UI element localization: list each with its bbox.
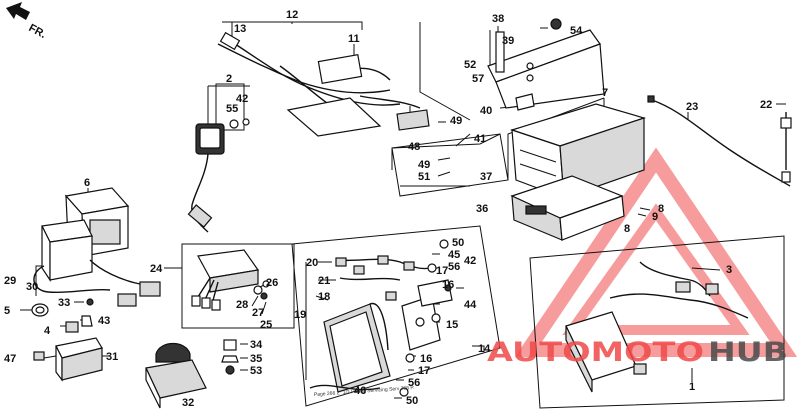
front-direction-label: FR.	[27, 22, 48, 41]
watermark-text-auto-moto: AUTOMOTO	[487, 337, 704, 368]
part-label: 16	[442, 279, 454, 291]
part-label: 8	[624, 223, 630, 235]
relay-unit-2	[187, 118, 250, 233]
part-label: 7	[602, 87, 608, 99]
watermark-triangle-inner	[562, 203, 750, 335]
part-label: 20	[306, 257, 318, 269]
part-label: 49	[418, 159, 430, 171]
part-label: 28	[236, 299, 248, 311]
part-label: 18	[318, 291, 330, 303]
part-label: 16	[420, 353, 432, 365]
part-label: 5	[4, 305, 10, 317]
part-label: 41	[474, 133, 486, 145]
part-label: 2	[226, 73, 232, 85]
watermark-logo	[514, 147, 798, 357]
part-label: 19	[294, 309, 306, 321]
part-label: 55	[226, 103, 238, 115]
audio-unit-7	[510, 103, 647, 199]
deck-36	[510, 175, 625, 241]
part-label: 35	[250, 353, 262, 365]
front-arrow-icon	[6, 2, 30, 20]
part-label: 26	[266, 277, 278, 289]
part-label: 52	[464, 59, 476, 71]
part-label: 42	[236, 93, 248, 105]
part-label: 54	[570, 25, 583, 37]
part-label: 43	[98, 315, 110, 327]
wire-harness-11	[217, 31, 430, 137]
part-label: 47	[4, 353, 16, 365]
part-label: 25	[260, 319, 272, 331]
part-number-labels: 1 2 3 4 5 6 7 8 8 9 11 12 13 14 15 16 16…	[4, 9, 772, 409]
part-label: 14	[478, 343, 491, 355]
front-direction-indicator: FR.	[6, 2, 48, 41]
part-label: 56	[448, 261, 460, 273]
part-label: 39	[502, 35, 514, 47]
antenna-23	[647, 95, 792, 187]
part-label: 4	[44, 325, 51, 337]
part-label: 29	[4, 275, 16, 287]
part-label: 45	[448, 249, 460, 261]
speaker-harness-1	[565, 261, 749, 393]
amplifier-24	[191, 249, 270, 311]
part-label: 34	[250, 339, 263, 351]
part-label: 6	[84, 177, 90, 189]
unit-18	[309, 302, 391, 393]
part-label: 27	[252, 307, 264, 319]
part-label: 44	[464, 299, 477, 311]
part-label: 9	[652, 211, 658, 223]
bracket-15	[401, 279, 453, 351]
part-label: 40	[480, 105, 492, 117]
part-label: 42	[464, 255, 476, 267]
part-label: 51	[418, 171, 430, 183]
part-label: 38	[492, 13, 504, 25]
part-label: 15	[446, 319, 458, 331]
part-label: 33	[58, 297, 70, 309]
part-label: 21	[318, 275, 330, 287]
connectors-20-21	[335, 239, 452, 397]
part-label: 36	[476, 203, 488, 215]
part-label: 48	[408, 141, 420, 153]
part-label: 13	[234, 23, 246, 35]
part-label: 3	[726, 264, 732, 276]
part-label: 50	[452, 237, 464, 249]
part-label: 57	[472, 73, 484, 85]
part-label: 8	[658, 203, 664, 215]
part-label: 50	[406, 395, 418, 407]
part-label: 12	[286, 9, 298, 21]
watermark-text: AUTOMOTO HUB	[487, 337, 788, 368]
part-label: 11	[348, 33, 360, 45]
part-label: 37	[480, 171, 492, 183]
part-label: 17	[418, 365, 430, 377]
cover-32	[145, 342, 207, 409]
part-label: 31	[106, 351, 118, 363]
part-label: 23	[686, 101, 698, 113]
part-label: 49	[450, 115, 462, 127]
bracket-38	[487, 18, 605, 111]
part-label: 24	[150, 263, 163, 275]
part-label: 17	[436, 265, 448, 277]
hardware-left	[31, 298, 103, 382]
part-label: 56	[408, 377, 420, 389]
part-label: 46	[354, 385, 366, 397]
part-label: 32	[182, 397, 194, 409]
watermark-triangle-outer	[514, 147, 798, 357]
part-label: 22	[760, 99, 772, 111]
hardware-34-35-53	[221, 339, 239, 375]
part-label: 30	[26, 281, 38, 293]
part-label: 1	[689, 381, 695, 393]
group-frames	[181, 83, 785, 409]
watermark-text-hub: HUB	[708, 337, 788, 368]
control-unit-6	[33, 187, 161, 307]
part-label: 53	[250, 365, 262, 377]
